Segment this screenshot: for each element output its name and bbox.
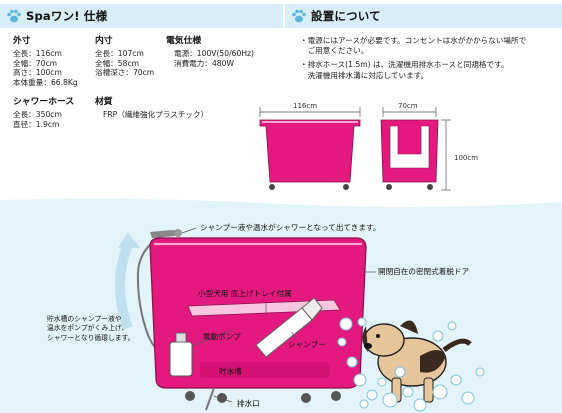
dimension-depth: 70cm: [398, 102, 418, 110]
spec-line: 全長：350cm: [13, 110, 62, 119]
spec-material: 材質 FRP（繊維強化プラスチック）: [95, 94, 208, 120]
spec-line: 高さ：100cm: [13, 68, 62, 78]
spec-line: FRP（繊維強化プラスチック）: [103, 110, 209, 119]
spec-header: Spaワン! 仕様: [0, 4, 283, 28]
spec-outer: 外寸 全長：116cm 全幅：70cm 高さ：100cm 本体重量：66.8Kg: [13, 33, 78, 87]
dimension-height: 100cm: [454, 154, 479, 162]
dimension-width: 116cm: [293, 102, 318, 110]
label-door: 開閉自在の密閉式着脱ドア: [378, 267, 470, 276]
label-tray: 小型犬用 底上げトレイ付属: [198, 289, 292, 298]
spec-line: 浴槽深さ：70cm: [95, 68, 155, 78]
spec-line: 消費電力：480W: [174, 58, 234, 68]
paw-icon: [292, 9, 306, 23]
spec-line: 本体重量：66.8Kg: [13, 77, 78, 87]
spec-line: 直径：1.9cm: [13, 119, 60, 129]
dimension-drawing: [259, 107, 451, 191]
spec-line: 全長：116cm: [13, 49, 62, 58]
install-note: ・排水ホース(1.5m) は、洗濯機用排水ホースと同規格です。 洗濯機用排水溝に…: [300, 60, 509, 80]
tank-note: 貯水槽のシャンプー液や 温水をポンプがくみ上げ、 シャワーとなり循環します。: [47, 315, 135, 342]
install-title: 設置について: [311, 9, 381, 23]
paw-icon: [7, 9, 21, 23]
spec-inner-heading: 内寸: [95, 36, 113, 46]
label-tank: 貯水槽: [219, 367, 242, 376]
side-view: [259, 119, 361, 190]
spec-hose: シャワーホース 全長：350cm 直径：1.9cm: [13, 94, 74, 129]
dog-illustration: [362, 320, 472, 403]
spec-material-heading: 材質: [95, 97, 113, 107]
spec-line: 全幅：58cm: [95, 58, 140, 68]
label-drain: 排水口: [237, 399, 260, 408]
spec-line: 全長：107cm: [95, 49, 144, 58]
front-view: [380, 119, 439, 190]
spec-line: 全幅：70cm: [13, 58, 58, 68]
spec-outer-heading: 外寸: [13, 36, 31, 46]
install-header: 設置について: [285, 4, 562, 28]
spec-line: 電源：100V(50/60Hz): [174, 49, 254, 58]
label-pump: 電動ポンプ: [203, 332, 241, 341]
label-shower: シャンプー液や温水がシャワーとなって出てきます。: [200, 223, 381, 232]
install-note: ・電源にはアースが必要です。コンセントは水がかからない場所で ご用意ください。: [300, 36, 527, 56]
install-notes: ・電源にはアースが必要です。コンセントは水がかからない場所で ご用意ください。 …: [300, 36, 558, 81]
spec-title: Spaワン! 仕様: [26, 9, 108, 23]
spec-hose-heading: シャワーホース: [13, 97, 75, 107]
label-shampoo: シャンプー: [288, 340, 326, 349]
spec-electric-heading: 電気仕様: [166, 36, 202, 46]
spec-inner: 内寸 全長：107cm 全幅：58cm 浴槽深さ：70cm: [95, 33, 154, 78]
spec-electric: 電気仕様 電源：100V(50/60Hz) 消費電力：480W: [166, 33, 254, 68]
